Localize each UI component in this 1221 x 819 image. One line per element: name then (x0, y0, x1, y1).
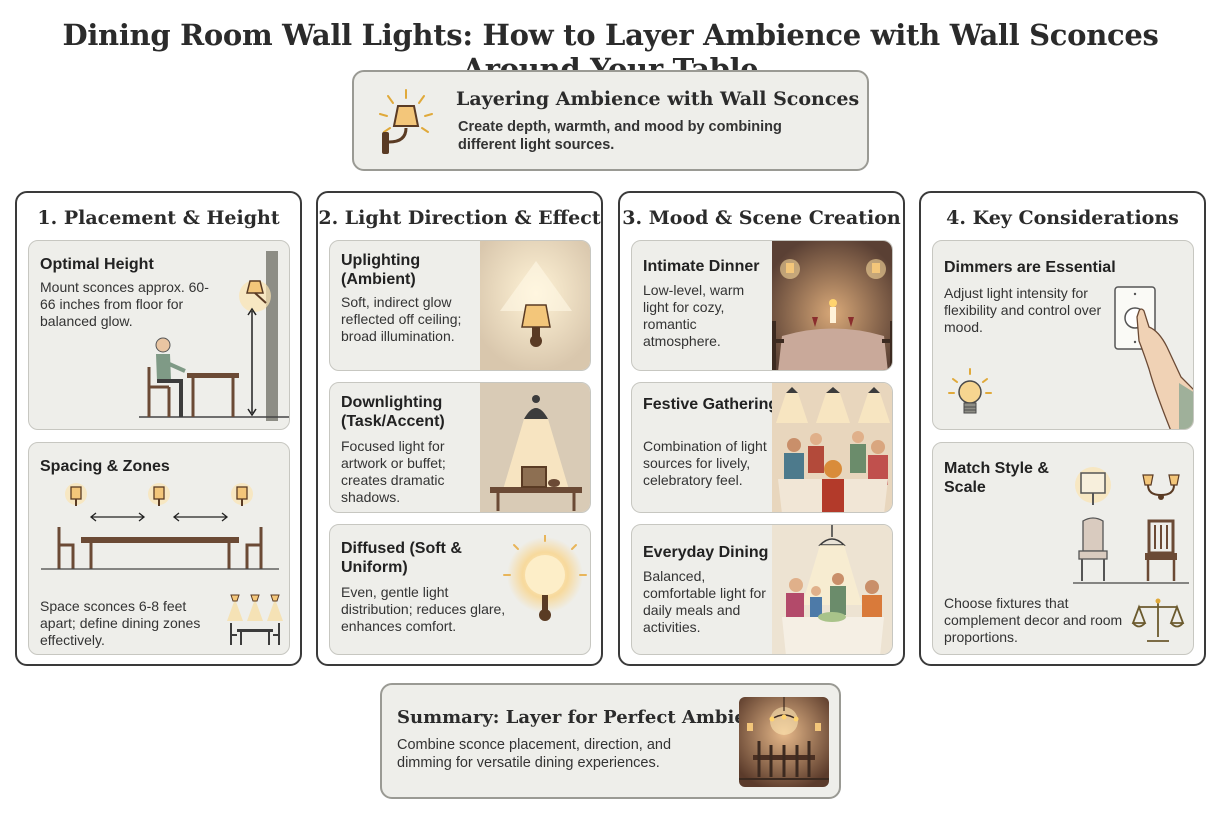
card-everyday-dining: Everyday Dining Balanced, comfortable li… (631, 524, 893, 655)
card-title: Everyday Dining (643, 544, 769, 561)
card-optimal-height: Optimal Height Mount sconces approx. 60-… (28, 240, 290, 430)
page-title: Dining Room Wall Lights: How to Layer Am… (62, 18, 1159, 86)
column-title: 1. Placement & Height (37, 207, 280, 229)
dining-room-scene-illustration (739, 697, 829, 787)
card-title: Optimal Height (40, 256, 154, 273)
card-text: Even, gentle light distribution; reduces… (341, 584, 506, 634)
card-title: Uplighting (Ambient) (341, 252, 421, 288)
column-title: 2. Light Direction & Effect (318, 207, 601, 229)
intimate-dinner-illustration (772, 241, 892, 370)
fixture-style-illustration (1073, 467, 1189, 584)
card-title: Spacing & Zones (40, 458, 170, 475)
card-diffused: Diffused (Soft & Uniform) Even, gentle l… (329, 524, 591, 655)
card-downlighting: Downlighting (Task/Accent) Focused light… (329, 382, 591, 513)
balance-scale-icon (1131, 598, 1185, 642)
card-dimmers: Dimmers are Essential Adjust light inten… (932, 240, 1194, 430)
dimmer-switch-illustration (1114, 286, 1193, 429)
intro-title: Layering Ambience with Wall Sconces (456, 88, 860, 110)
card-text: Focused light for artwork or buffet; cre… (341, 438, 446, 505)
card-text: Choose fixtures that complement decor an… (944, 595, 1123, 645)
card-title: Match Style & Scale (944, 460, 1049, 496)
card-spacing-zones: Spacing & Zones Space sconces 6-8 fee (28, 442, 290, 655)
column-mood-scene: 3. Mood & Scene Creation Intimate Dinner… (618, 191, 905, 666)
summary-panel: Summary: Layer for Perfect Ambience Comb… (380, 683, 841, 799)
card-text: Combination of light sources for lively,… (643, 438, 767, 488)
column-light-direction: 2. Light Direction & Effect Uplighting (… (316, 191, 603, 666)
everyday-dining-illustration (772, 525, 892, 654)
card-text: Mount sconces approx. 60-66 inches from … (40, 279, 209, 329)
card-text: Balanced, comfortable light for daily me… (643, 568, 766, 635)
card-text: Space sconces 6-8 feet apart; define din… (40, 598, 201, 648)
column-key-considerations: 4. Key Considerations Dimmers are Essent… (919, 191, 1206, 666)
card-match-style: Match Style & Scale Choose fixtures that… (932, 442, 1194, 655)
card-text: Adjust light intensity for flexibility a… (944, 285, 1102, 335)
card-text: Soft, indirect glow reflected off ceilin… (341, 294, 462, 344)
card-festive-gathering: Festive Gathering Combination of light s… (631, 382, 893, 513)
downlight-sconce-illustration (480, 383, 590, 512)
card-title: Downlighting (Task/Accent) (341, 394, 445, 430)
dining-zone-icon (227, 594, 283, 645)
column-title: 3. Mood & Scene Creation (622, 207, 901, 229)
light-bulb-icon (948, 368, 992, 414)
column-title: 4. Key Considerations (946, 207, 1179, 229)
wall-sconce-icon (379, 89, 433, 154)
card-title: Diffused (Soft & Uniform) (341, 540, 462, 576)
diffused-sconce-illustration (503, 535, 587, 621)
spacing-diagram-illustration (41, 483, 279, 570)
card-text: Low-level, warm light for cozy, romantic… (643, 282, 745, 349)
festive-gathering-illustration (772, 383, 892, 512)
intro-panel: Layering Ambience with Wall Sconces Crea… (352, 70, 869, 171)
intro-text: Create depth, warmth, and mood by combin… (458, 119, 782, 153)
column-placement-height: 1. Placement & Height Optimal Height Mou… (15, 191, 302, 666)
summary-text: Combine sconce placement, direction, and… (397, 737, 672, 771)
summary-title: Summary: Layer for Perfect Ambience (397, 707, 782, 728)
card-uplighting: Uplighting (Ambient) Soft, indirect glow… (329, 240, 591, 371)
uplight-sconce-illustration (480, 241, 590, 370)
card-title: Dimmers are Essential (944, 259, 1116, 276)
card-intimate-dinner: Intimate Dinner Low-level, warm light fo… (631, 240, 893, 371)
card-title: Festive Gathering (643, 396, 779, 413)
card-title: Intimate Dinner (643, 258, 760, 275)
height-diagram-illustration (139, 251, 289, 421)
